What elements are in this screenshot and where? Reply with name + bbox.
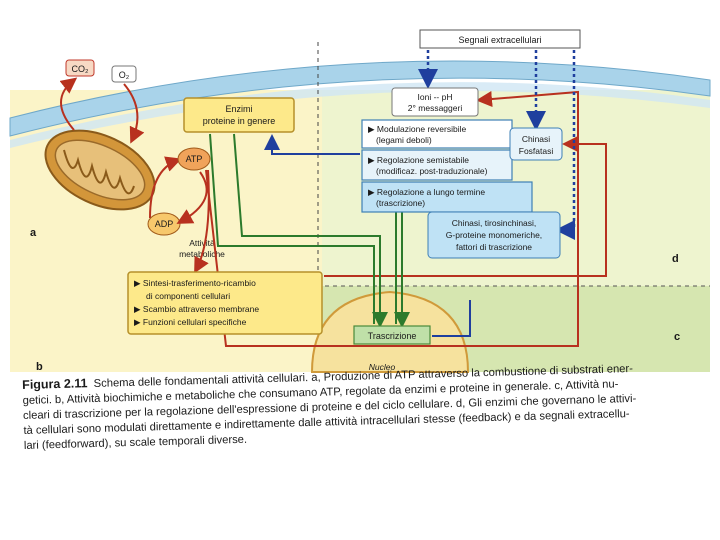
atp-node bbox=[177, 147, 211, 171]
enzymes-label: Enzimi bbox=[225, 104, 252, 114]
cell-functions-line3: ▶ Scambio attraverso membrane bbox=[134, 304, 259, 314]
cell-functions-line4: ▶ Funzioni cellulari specifiche bbox=[134, 317, 247, 327]
co2-box bbox=[65, 59, 95, 77]
regulation-box-longterm bbox=[361, 181, 533, 213]
nucleus-label: Nucleo bbox=[369, 362, 396, 372]
cell-activity-diagram: CO₂ O₂ ATP ADP Attività metaboliche Enzi… bbox=[9, 29, 711, 373]
regulation-reversible-title: ▶ Modulazione reversibile bbox=[368, 124, 466, 134]
adp-label: ADP bbox=[155, 219, 174, 229]
proteins-label: proteine in genere bbox=[203, 116, 276, 126]
kinase-transcription-box bbox=[427, 211, 561, 259]
adp-node bbox=[147, 212, 181, 236]
extracellular-signals-label: Segnali extracellulari bbox=[458, 35, 541, 45]
kinase-box2-line1: Chinasi, tirosinchinasi, bbox=[452, 218, 537, 228]
metabolic-activity-line1: Attività bbox=[189, 238, 215, 248]
extracellular-signals-box bbox=[419, 29, 581, 49]
o2-box bbox=[111, 65, 137, 83]
regulation-longterm-title: ▶ Regolazione a lungo termine bbox=[368, 187, 485, 197]
messengers-label: 2° messaggeri bbox=[408, 103, 463, 113]
mitochondrion bbox=[44, 129, 156, 211]
regulation-reversible-sub: (legami deboli) bbox=[376, 135, 432, 145]
ions-box bbox=[391, 87, 479, 117]
panel-label-a: a bbox=[30, 227, 37, 239]
transcription-label: Trascrizione bbox=[368, 331, 417, 341]
kinase-label: Chinasi bbox=[522, 134, 550, 144]
cell-membrane bbox=[9, 60, 711, 137]
panel-label-c: c bbox=[674, 331, 680, 343]
panel-label-b: b bbox=[36, 361, 43, 373]
co2-label: CO₂ bbox=[72, 64, 90, 74]
kinase-phosphatase-box bbox=[509, 127, 563, 161]
kinase-box2-line3: fattori di trascrizione bbox=[456, 242, 532, 252]
atp-label: ATP bbox=[186, 154, 203, 164]
kinase-box2-line2: G-proteine monomeriche, bbox=[446, 230, 542, 240]
enzymes-box bbox=[183, 97, 295, 133]
regulation-box-reversible bbox=[361, 119, 513, 149]
regulation-longterm-sub: (trascrizione) bbox=[376, 198, 425, 208]
panel-label-d: d bbox=[672, 253, 679, 265]
ions-label: Ioni -- pH bbox=[418, 92, 453, 102]
regulation-semistable-title: ▶ Regolazione semistabile bbox=[368, 155, 469, 165]
transcription-box bbox=[353, 325, 431, 345]
cell-functions-line2: di componenti cellulari bbox=[146, 291, 230, 301]
regulation-semistable-sub: (modificaz. post-traduzionale) bbox=[376, 166, 488, 176]
cell-functions-box bbox=[127, 271, 323, 335]
phosphatase-label: Fosfatasi bbox=[519, 146, 554, 156]
o2-label: O₂ bbox=[119, 70, 130, 80]
cell-functions-line1: ▶ Sintesi-trasferimento-ricambio bbox=[134, 278, 256, 288]
regulation-box-semistable bbox=[361, 149, 513, 181]
figure-number: Figura 2.11 bbox=[22, 376, 88, 392]
